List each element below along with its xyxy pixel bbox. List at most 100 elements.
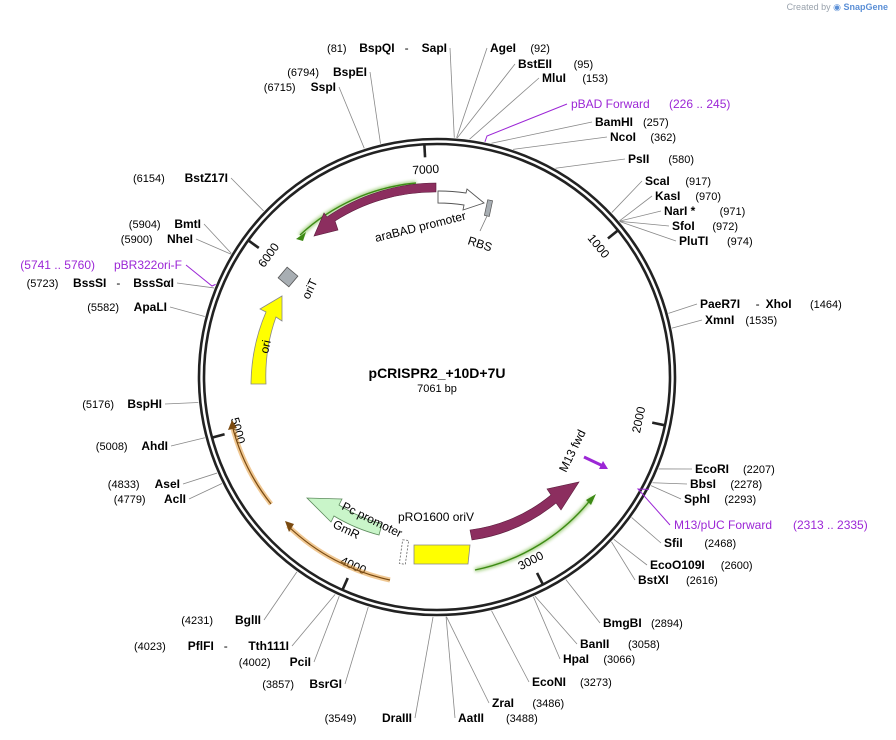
site-pos-pluti: (974) (727, 236, 753, 248)
site-name-pluti: PluTI (679, 234, 708, 248)
leader-aatii (445, 616, 456, 719)
site-bsrgi: BsrGI(3857) (262, 677, 342, 691)
site-acli: AclI(4779) (114, 492, 186, 506)
gmr-arrow (306, 497, 383, 536)
site-part-sspi-0: SspI (311, 80, 336, 94)
site-part-pflfi-2: Tth111I (248, 639, 289, 653)
primer-range-pbr322ori-f: (5741 .. 5760) (20, 258, 95, 272)
site-name-sfii: SfiI (664, 536, 683, 550)
orange-arc-bottom-head (285, 521, 294, 532)
site-name-sfoi: SfoI (672, 219, 695, 233)
primer-range-pbad-forward: (226 .. 245) (669, 97, 730, 111)
site-part-bspqi-1: - (405, 41, 409, 55)
site-pos-hpai: (3066) (603, 654, 635, 666)
leader-ahdi (170, 437, 205, 447)
site-part-bsphi-0: BspHI (127, 397, 162, 411)
primer-m13-puc-forward: M13/pUC Forward(2313 .. 2335) (636, 488, 868, 532)
tick-label-7000: 7000 (412, 162, 440, 177)
site-pos-bsteii: (95) (574, 59, 594, 71)
site-pos-acli: (4779) (114, 494, 146, 506)
watermark-prefix: Created by (786, 2, 831, 12)
site-paer7i: PaeR7I-XhoI(1464) (700, 297, 842, 311)
plasmid-backbone-outer (197, 137, 677, 617)
site-name-nari: NarI * (664, 204, 696, 218)
leader-bsphi (164, 402, 199, 405)
site-bsssi: BssSαI-BssSI(5723) (27, 276, 174, 290)
site-name-bbsi: BbsI (690, 477, 716, 491)
site-pos-sfii: (2468) (704, 538, 736, 550)
site-name-psii: PsII (628, 152, 649, 166)
site-bamhi: BamHI(257) (595, 115, 669, 129)
arac-promoter-arc (299, 182, 417, 236)
leader-apali (169, 306, 205, 317)
site-name-econi: EcoNI (532, 675, 566, 689)
site-pos-pcii: (4002) (239, 657, 271, 669)
leader-bsssi (176, 282, 215, 289)
leader-sfoi (619, 220, 670, 227)
site-pos-zrai: (3486) (532, 698, 564, 710)
pro1600-oriv-box (413, 544, 471, 565)
site-part-draiii-0: DraIII (382, 711, 412, 725)
site-sfoi: SfoI(972) (672, 219, 738, 233)
site-pos-ecoo109i: (2600) (721, 560, 753, 572)
primer-leader-pbr322ori-f (185, 264, 216, 287)
tick-1000 (607, 229, 619, 240)
site-name-aatii: AatII (458, 711, 484, 725)
leader-mlui (469, 77, 540, 140)
site-part-apali-0: ApaLI (134, 300, 167, 314)
site-pos-bamhi: (257) (643, 117, 669, 129)
leader-econi (491, 610, 530, 683)
site-name-ecori: EcoRI (695, 462, 729, 476)
leader-psii (555, 158, 626, 169)
orange-arc-left-head (228, 420, 237, 430)
rep-glow-arc-head (586, 494, 596, 505)
snapgene-watermark: Created by ◉ SnapGene (787, 2, 888, 13)
site-pos-banii: (3058) (628, 639, 660, 651)
site-part-bmti-0: BmtI (174, 217, 201, 231)
rbs-box (483, 199, 494, 217)
site-labels: SapI-BspQI(81)AgeI(92)BstEII(95)MluI(153… (20, 41, 867, 725)
leader-bmgbi (565, 579, 601, 624)
site-part-bsrgi-0: BsrGI (309, 677, 342, 691)
site-asei: AseI(4833) (108, 477, 180, 491)
site-pos-ecori: (2207) (743, 464, 775, 476)
site-pos-sspi: (6715) (264, 82, 296, 94)
site-bspqi: SapI-BspQI(81) (327, 41, 447, 55)
orange-arc-bottom-core (287, 525, 391, 581)
rbs-label: RBS (466, 234, 494, 255)
site-name-paer7i: PaeR7I (700, 297, 740, 311)
site-ecoo109i: EcoO109I(2600) (650, 558, 753, 572)
arabad-promoter-label: araBAD promoter (373, 209, 467, 245)
arac-arrow (313, 182, 437, 237)
rbs-leader (479, 215, 488, 232)
site-part-pflfi-1: - (224, 639, 228, 653)
site-pos-apali: (5582) (87, 302, 119, 314)
m13-fwd-arrow-head (599, 461, 608, 469)
leader-bbsi (652, 482, 688, 485)
orange-arc-left (229, 424, 273, 506)
site-bbsi: BbsI (2278) (690, 477, 762, 491)
site-pos-agei: (92) (530, 43, 550, 55)
orit-box (277, 266, 299, 288)
leader-draiii (414, 616, 434, 719)
snapgene-logo-icon: ◉ (833, 2, 841, 12)
site-pos-paer7i: (1464) (810, 299, 842, 311)
leader-bmti (203, 223, 232, 254)
leader-acli (188, 483, 223, 500)
site-pos-ahdi: (5008) (96, 441, 128, 453)
primer-pbad-forward: pBAD Forward(226 .. 245) (484, 97, 730, 143)
site-pos-bstxi: (2616) (686, 575, 718, 587)
site-bglii: BglII(4231) (181, 613, 261, 627)
site-pos-aatii: (3488) (506, 713, 538, 725)
site-psii: PsII(580) (628, 152, 694, 166)
leader-bspqi (449, 47, 455, 138)
site-ncoi: NcoI(362) (610, 130, 676, 144)
tick-2000 (651, 421, 666, 427)
site-pos-bbsi: (2278) (730, 479, 762, 491)
leader-ecoo109i (613, 539, 648, 566)
site-pos-asei: (4833) (108, 479, 140, 491)
tick-3000 (535, 572, 545, 586)
site-banii: BanII(3058) (580, 637, 660, 651)
site-pos-bglii: (4231) (181, 615, 213, 627)
